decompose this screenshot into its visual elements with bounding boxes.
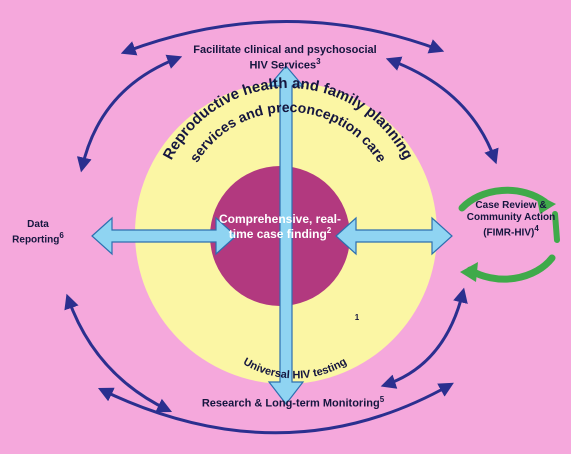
center-label: Comprehensive, real-time case finding2 — [218, 212, 342, 242]
cycle-arrow-top-left — [76, 54, 183, 173]
cycle-arrow-bottom-left — [64, 293, 173, 413]
cycle-arrow-top-right — [385, 56, 499, 165]
recycle-arrows-icon — [458, 186, 560, 283]
node-left: Data Reporting6 — [12, 219, 64, 246]
cycle-arrow-bottom-right — [380, 287, 468, 389]
cycle-arrows — [64, 20, 499, 435]
recycle-arrowheads — [460, 194, 556, 282]
cycle-arrow-top-outer — [120, 20, 445, 56]
node-bottom: Research & Long-term Monitoring5 — [201, 395, 385, 410]
hub-arrows — [91, 65, 453, 405]
node-top: Facilitate clinical and psychosocial HIV… — [193, 44, 377, 72]
ring-lower-sup: 1 — [354, 313, 360, 322]
arrow-horizontal-left — [91, 216, 237, 256]
arrow-vertical — [267, 65, 305, 405]
arrow-horizontal-right — [335, 216, 453, 256]
node-right: Case Review & Community Action (FIMR-HIV… — [466, 200, 556, 239]
cycle-arrow-bottom-outer — [97, 382, 454, 435]
